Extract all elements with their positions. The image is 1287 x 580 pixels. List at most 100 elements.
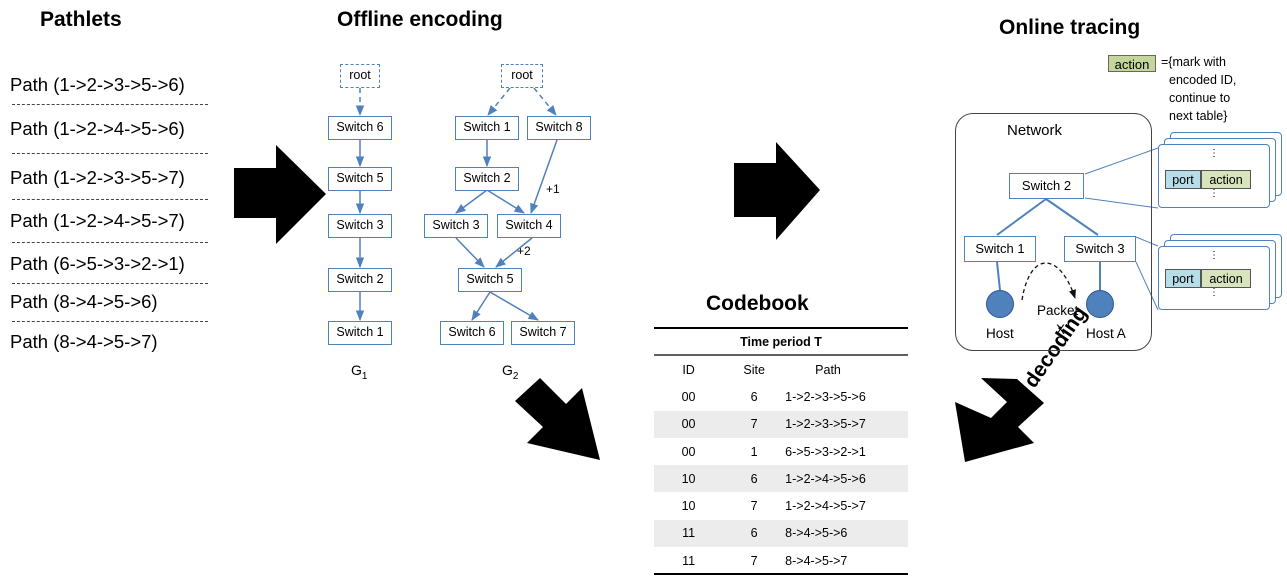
action-cell: action [1201, 269, 1251, 288]
g2-switch-8-node: Switch 8 [527, 116, 591, 140]
codebook-cell: 00 [681, 389, 696, 404]
packet-curve [1021, 262, 1076, 301]
pathlet-item: Path (1->2->4->5->7) [10, 210, 185, 231]
dots-icon: ⋮ [1209, 287, 1219, 298]
table-callout-lines [1084, 147, 1159, 311]
codebook-cell: 8->4->5->7 [785, 553, 848, 568]
offline-encoding-heading: Offline encoding [337, 8, 503, 31]
host-icon [986, 290, 1014, 318]
g1-switch-node: Switch 6 [328, 116, 392, 140]
action-description: ={mark with encoded ID, continue to next… [1161, 53, 1236, 125]
table-row: 11 7 8->4->5->7 [654, 547, 908, 574]
g2-switch-5-node: Switch 5 [458, 268, 522, 292]
codebook-cell: 10 [681, 499, 696, 514]
codebook-cell: 6 [723, 519, 786, 548]
codebook-cell: 1->2->3->5->7 [785, 410, 908, 438]
encode-arrow [234, 145, 326, 244]
action-desc-line: encoded ID, [1169, 73, 1237, 87]
action-desc-line: continue to [1169, 91, 1231, 105]
network-label: Network [1007, 122, 1063, 139]
pathlet-divider [12, 153, 208, 154]
net-switch-2-node: Switch 2 [1009, 173, 1084, 199]
codebook-cell: 1 [750, 444, 758, 459]
g2-switch-7-node: Switch 7 [511, 321, 575, 345]
g1-switch-node: Switch 5 [328, 167, 392, 191]
table-row: 10 6 1->2->4->5->6 [654, 465, 908, 493]
edge-label-plus2: +2 [517, 244, 531, 258]
g2-switch-3-node: Switch 3 [424, 214, 488, 238]
codebook-cell: 1->2->4->5->7 [785, 499, 866, 514]
pathlet-item: Path (6->5->3->2->1) [10, 253, 185, 274]
action-desc-line: ={mark with [1161, 55, 1226, 69]
host-a-label: Host A [1086, 326, 1126, 341]
codebook-heading: Codebook [706, 292, 809, 315]
decode-arrow [955, 378, 1044, 462]
codebook-arrow [515, 378, 600, 460]
pathlet-item: Path (8->4->5->7) [10, 331, 158, 352]
pathlet-item: Path (8->4->5->6) [10, 291, 158, 312]
codebook-cell: 7 [723, 410, 786, 438]
flow-table-card: ⋮ port action ⋮ [1158, 144, 1270, 208]
host-a-icon [1086, 290, 1114, 318]
codebook-cell: 7 [750, 553, 758, 568]
codebook-cell: 7 [750, 499, 758, 514]
codebook-cell: 1->2->4->5->6 [785, 465, 908, 493]
table-row: 00 1 6->5->3->2->1 [654, 438, 908, 465]
codebook-cell: 00 [654, 410, 724, 438]
codebook-cell: 6 [750, 389, 758, 404]
g2-switch-1-node: Switch 1 [455, 116, 519, 140]
codebook-header: ID [682, 362, 695, 377]
pathlet-divider [12, 199, 208, 200]
pathlet-divider [12, 283, 208, 284]
codebook-header: Site [743, 362, 765, 377]
edge-label-plus1: +1 [546, 182, 560, 196]
trace-arrow [734, 142, 820, 240]
net-switch-3-node: Switch 3 [1064, 236, 1136, 262]
table-row: 10 7 1->2->4->5->7 [654, 492, 908, 519]
g1-root-node: root [340, 64, 380, 88]
net-switch-1-node: Switch 1 [964, 236, 1036, 262]
network-edges [996, 198, 1101, 291]
action-tag: action [1108, 55, 1156, 72]
dots-icon: ⋮ [1209, 188, 1219, 199]
g2-switch-2-node: Switch 2 [455, 167, 519, 191]
codebook-cell: 11 [654, 519, 724, 548]
network-box [955, 113, 1152, 351]
codebook-cell: 10 [654, 465, 724, 493]
codebook-cell: 8->4->5->6 [785, 519, 908, 548]
codebook-cell: 00 [681, 444, 696, 459]
codebook-grid: ID Site Path 00 6 1->2->3->5->6 00 7 1->… [654, 356, 908, 574]
g1-switch-node: Switch 2 [328, 268, 392, 292]
g1-switch-node: Switch 1 [328, 321, 392, 345]
pathlet-divider [12, 321, 208, 322]
pathlet-item: Path (1->2->4->5->6) [10, 118, 185, 139]
codebook-rules [654, 327, 908, 575]
g2-switch-6-node: Switch 6 [440, 321, 504, 345]
g2-label: G2 [502, 362, 519, 382]
pathlet-item: Path (1->2->3->5->7) [10, 167, 185, 188]
table-row: 00 7 1->2->3->5->7 [654, 410, 908, 438]
port-cell: port [1165, 269, 1201, 288]
g1-switch-node: Switch 3 [328, 214, 392, 238]
codebook-cell: 6 [723, 465, 786, 493]
codebook-cell: 11 [682, 553, 696, 568]
packet-x-label: X [1056, 322, 1066, 337]
codebook-cell: 6->5->3->2->1 [785, 444, 866, 459]
host-label: Host [986, 326, 1014, 341]
g1-label: G1 [351, 362, 368, 382]
table-row: 11 6 8->4->5->6 [654, 519, 908, 548]
codebook-table: Time period T ID Site Path 00 6 1->2->3-… [654, 330, 908, 574]
table-row: 00 6 1->2->3->5->6 [654, 383, 908, 410]
action-cell: action [1201, 170, 1251, 189]
codebook-period: Time period T [740, 335, 822, 349]
flow-table-card: ⋮ port action ⋮ [1158, 246, 1270, 310]
port-cell: port [1165, 170, 1201, 189]
pathlets-heading: Pathlets [40, 8, 122, 31]
dots-icon: ⋮ [1209, 148, 1219, 159]
pathlet-divider [12, 104, 208, 105]
pathlet-item: Path (1->2->3->5->6) [10, 74, 185, 95]
codebook-header-row: ID Site Path [654, 356, 908, 383]
g2-switch-4-node: Switch 4 [497, 214, 561, 238]
pathlet-divider [12, 242, 208, 243]
